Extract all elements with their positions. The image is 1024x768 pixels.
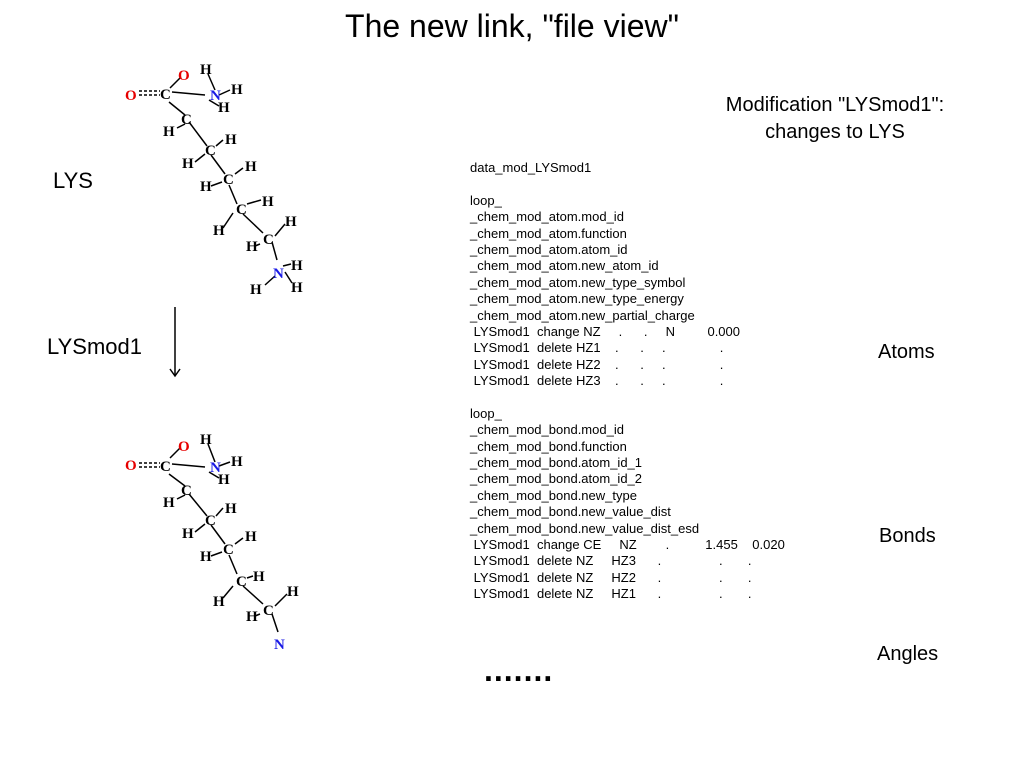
carbon-atom: C [181,112,192,128]
nitrogen-atom: N [210,460,221,476]
cif-line: loop_ [470,192,502,208]
cif-line: _chem_mod_bond.mod_id [470,422,624,438]
hydrogen-atom: H [218,100,230,116]
hydrogen-atom: H [225,132,237,148]
cif-line: data_mod_LYSmod1 [470,160,592,175]
cif-line: _chem_mod_bond.atom_id_1 [470,455,643,471]
carbon-atom: C [263,603,274,619]
carbon-atom: C [160,459,171,475]
oxygen-atom: O [125,88,137,104]
carbon-atom: C [223,172,234,188]
cif-line: _chem_mod_bond.new_value_dist_esd [470,520,700,536]
nitrogen-atom: N [210,88,221,104]
hydrogen-atom: H [200,549,212,565]
hydrogen-atom: H [213,594,225,610]
cif-line: _chem_mod_atom.new_type_energy [470,291,684,307]
modification-heading-line-1: Modification "LYSmod1": [725,94,945,116]
cif-line: _chem_mod_atom.new_partial_charge [470,307,695,323]
cif-line: LYSmod1 delete NZ HZ1 . . . [470,586,752,602]
cif-line: _chem_mod_atom.function [470,225,627,241]
cif-line: _chem_mod_bond.new_value_dist [470,504,671,520]
cif-line: LYSmod1 change NZ . . N 0.000 [470,323,740,339]
hydrogen-atom: H [285,214,297,230]
hydrogen-atom: H [163,495,175,511]
cif-line: LYSmod1 delete HZ1 . . . . [470,340,724,356]
atoms-section-label: Atoms [878,341,935,363]
hydrogen-atom: H [262,194,274,210]
cif-line: loop_ [470,405,502,421]
carbon-atom: C [205,513,216,529]
carbon-atom: C [223,542,234,558]
residue-label: LYS [53,168,93,193]
hydrogen-atom: H [182,156,194,172]
carbon-atom: C [160,87,171,103]
carbon-atom: C [236,574,247,590]
modification-label: LYSmod1 [47,334,142,359]
hydrogen-atom: H [200,62,212,78]
cif-line: LYSmod1 delete HZ2 . . . . [470,356,724,372]
cif-line: LYSmod1 change CE NZ . 1.455 0.020 [470,536,785,552]
modification-heading: Modification "LYSmod1": changes to LYS [690,92,980,146]
hydrogen-atom: H [246,239,258,255]
lysmod1-structure: O C O H N H H C H C H H C H H C H H C H … [125,432,299,653]
hydrogen-atom: H [218,472,230,488]
cif-line: _chem_mod_atom.new_atom_id [470,258,659,274]
oxygen-atom: O [178,439,190,455]
carbon-atom: C [181,483,192,499]
hydrogen-atom: H [225,501,237,517]
hydrogen-atom: H [245,159,257,175]
hydrogen-atom: H [231,82,243,98]
hydrogen-atom: H [291,258,303,274]
hydrogen-atom: H [246,609,258,625]
cif-line: LYSmod1 delete NZ HZ2 . . . [470,569,752,585]
cif-line: _chem_mod_bond.new_type [470,487,637,503]
cif-line: _chem_mod_atom.new_type_symbol [470,274,686,290]
bonds-section-label: Bonds [879,525,936,547]
oxygen-atom: O [125,458,137,474]
cif-line [470,176,785,192]
hydrogen-atom: H [245,529,257,545]
hydrogen-atom: H [253,569,265,585]
hydrogen-atom: H [291,280,303,296]
hydrogen-atom: H [182,526,194,542]
hydrogen-atom: H [213,223,225,239]
hydrogen-atom: H [250,282,262,298]
carbon-atom: C [236,202,247,218]
hydrogen-atom: H [200,432,212,448]
down-arrow-icon [169,307,181,378]
nitrogen-atom: N [273,266,284,282]
carbon-atom: C [205,143,216,159]
modification-heading-line-2: changes to LYS [765,121,905,143]
cif-line: _chem_mod_bond.atom_id_2 [470,471,643,487]
lys-structure: O C O H N H H C H C H H C H H C H H C H … [125,62,303,298]
oxygen-atom: O [178,68,190,84]
angles-section-label: Angles [877,643,939,665]
nitrogen-atom: N [274,637,285,653]
hydrogen-atom: H [231,454,243,470]
cif-line: _chem_mod_bond.function [470,438,627,454]
hydrogen-atom: H [163,124,175,140]
cif-line: LYSmod1 delete HZ3 . . . . [470,373,724,389]
continuation-ellipsis: ....... [484,652,554,688]
hydrogen-atom: H [200,179,212,195]
carbon-atom: C [263,232,274,248]
page-title: The new link, "file view" [345,8,679,44]
cif-line: _chem_mod_atom.mod_id [470,209,624,225]
cif-line: LYSmod1 delete NZ HZ3 . . . [470,553,752,569]
cif-line: _chem_mod_atom.atom_id [470,241,628,257]
cif-line [470,389,785,405]
hydrogen-atom: H [287,584,299,600]
